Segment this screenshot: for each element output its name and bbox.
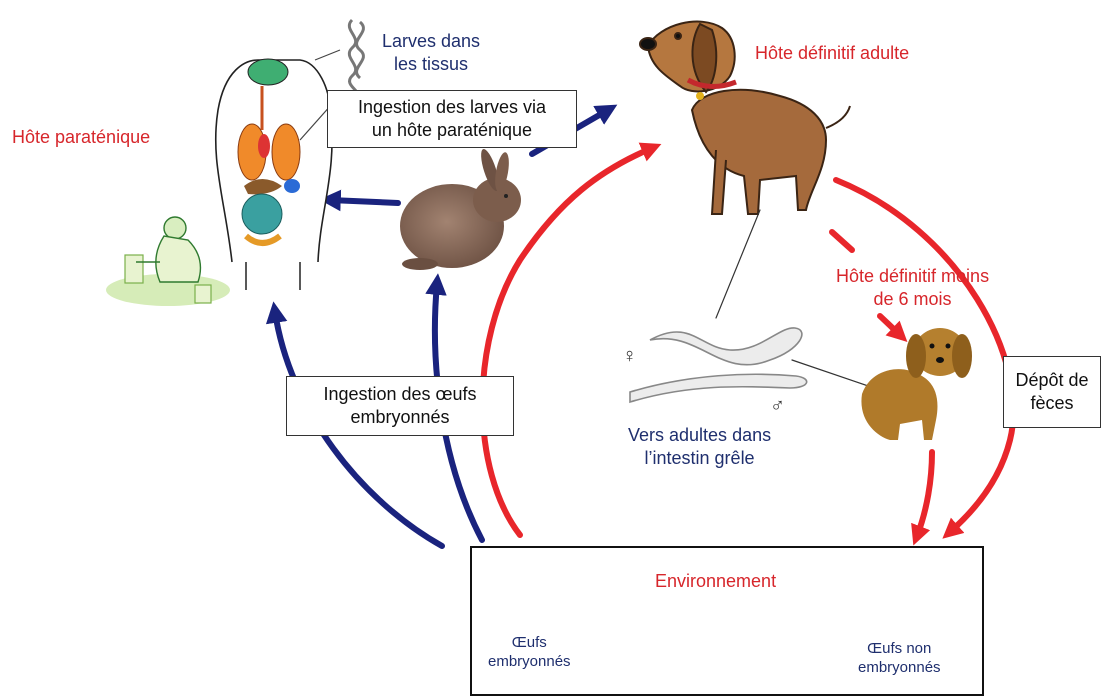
label-line: Œufs non <box>858 640 941 659</box>
male-symbol: ♂ <box>770 394 785 419</box>
label-line: l’intestin grêle <box>628 447 771 470</box>
arrow-dog-to-puppy <box>832 232 852 250</box>
label-embryonated-eggs: Œufs embryonnés <box>488 634 571 672</box>
box-line: embryonnés <box>287 406 513 429</box>
label-larvae-tissues: Larves dans les tissus <box>382 30 480 75</box>
box-line: fèces <box>1004 392 1100 415</box>
box-feces: Dépôt de fèces <box>1003 356 1101 428</box>
puppy-icon <box>861 328 972 440</box>
box-line: Ingestion des larves via <box>328 96 576 119</box>
environment-title: Environnement <box>655 570 776 593</box>
label-line: Larves dans <box>382 30 480 53</box>
human-anatomy-figure <box>216 59 332 290</box>
label-definitive-adult: Hôte définitif adulte <box>755 42 909 65</box>
female-symbol: ♀ <box>622 344 637 369</box>
label-line: Vers adultes dans <box>628 424 771 447</box>
box-ingestion-larvae: Ingestion des larves via un hôte paratén… <box>327 90 577 148</box>
arrow-label-to-puppy <box>880 316 900 335</box>
box-line: Ingestion des œufs <box>287 383 513 406</box>
box-line: Dépôt de <box>1004 369 1100 392</box>
label-line: Hôte définitif moins <box>836 265 989 288</box>
label-line: les tissus <box>382 53 480 76</box>
label-unembryonated-eggs: Œufs non embryonnés <box>858 640 941 678</box>
rabbit-icon <box>400 147 521 270</box>
label-line: embryonnés <box>858 659 941 678</box>
label-line: embryonnés <box>488 653 571 672</box>
box-line: un hôte paraténique <box>328 119 576 142</box>
label-paratenic-host: Hôte paraténique <box>12 126 150 149</box>
arrow-rabbit-to-human <box>330 200 398 203</box>
label-definitive-young: Hôte définitif moins de 6 mois <box>836 265 989 310</box>
label-line: Œufs <box>488 634 571 653</box>
label-line: de 6 mois <box>836 288 989 311</box>
label-adult-worms: Vers adultes dans l’intestin grêle <box>628 424 771 469</box>
child-playing-sand-icon <box>106 217 230 306</box>
box-ingestion-eggs: Ingestion des œufs embryonnés <box>286 376 514 436</box>
arrow-puppy-to-env <box>917 452 932 536</box>
